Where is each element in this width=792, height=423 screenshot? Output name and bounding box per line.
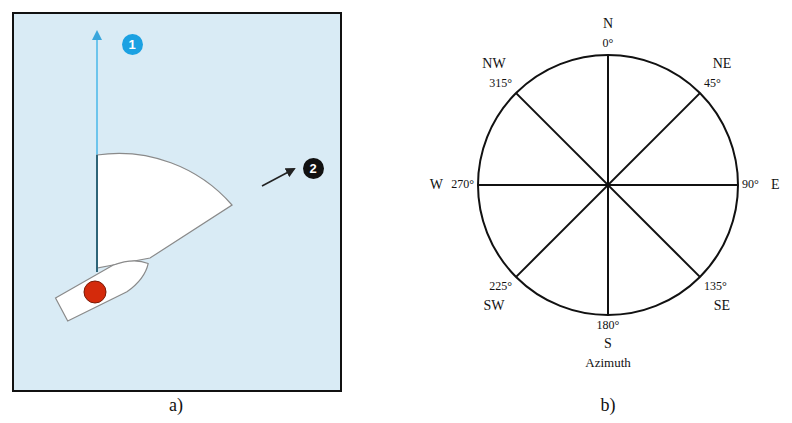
degree-label: 315° [489, 77, 512, 90]
degree-label: 45° [704, 77, 721, 90]
sail [97, 153, 232, 268]
direction-label: SW [484, 298, 505, 313]
degree-label: 90° [742, 178, 759, 191]
direction-label: N [603, 16, 613, 31]
degree-label: 225° [489, 280, 512, 293]
callout-circle: 2 [303, 158, 324, 179]
callout-number: 1 [128, 38, 135, 51]
panel-label: a) [169, 396, 183, 416]
sailor [84, 281, 106, 303]
callout-number: 2 [309, 162, 316, 175]
degree-label: 0° [603, 37, 614, 50]
direction-label: SE [714, 298, 730, 313]
course-arrow [262, 169, 294, 186]
compass-rose [478, 55, 738, 315]
mast-line [96, 155, 98, 272]
callout-circle: 1 [122, 34, 143, 55]
degree-label: 270° [451, 178, 474, 191]
panel-label: b) [601, 396, 616, 416]
direction-label: S [604, 336, 612, 351]
direction-label: NE [713, 56, 732, 71]
water-panel [13, 13, 341, 391]
direction-label: E [771, 177, 780, 192]
caption-label: Azimuth [585, 356, 631, 370]
wind-arrow [96, 32, 98, 155]
boat-hull [55, 250, 156, 322]
degree-label: 180° [597, 319, 620, 332]
direction-label: NW [482, 56, 505, 71]
direction-label: W [430, 177, 443, 192]
degree-label: 135° [704, 280, 727, 293]
